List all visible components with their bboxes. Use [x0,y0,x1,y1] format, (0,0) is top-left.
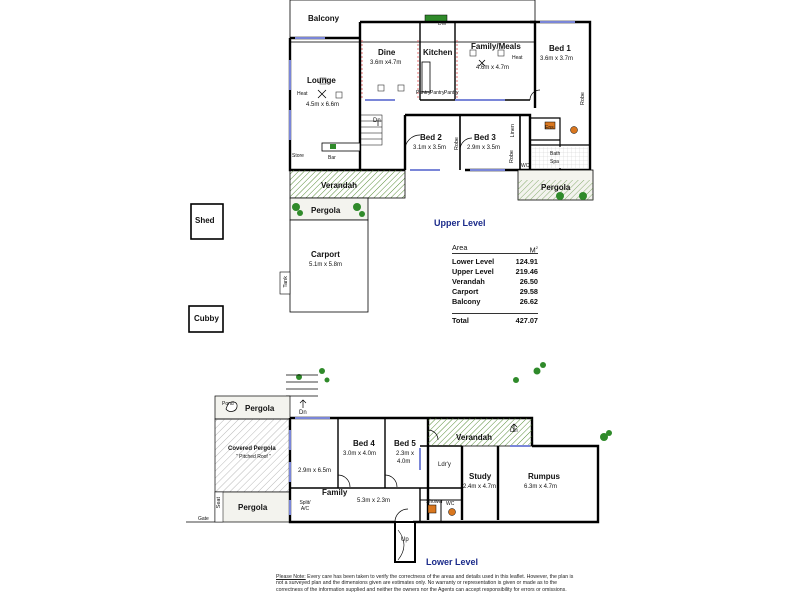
lower-level-plan [186,120,600,563]
spa-label: Spa [550,159,559,165]
split-ac-label: Split/ A/C [299,500,311,512]
robe1-label: Robe [580,92,586,106]
carport-dim: 5.1m x 5.8m [309,262,343,268]
bed2-label: Bed 2 [420,133,442,142]
pantry-1: Pantry [416,90,431,96]
seat-label: Seat [216,497,222,509]
pond-shape [225,401,238,412]
lounge-label: Lounge [307,76,336,85]
heat-right-label: Heat [512,55,523,61]
bed5-dim2: 4.0m [397,459,411,465]
bed3-label: Bed 3 [474,133,496,142]
bath-label: Bath [550,151,561,157]
bed5-label: Bed 5 [394,439,416,448]
bed4-dim: 3.0m x 4.0m [343,451,377,457]
covered-pergola [214,418,291,493]
lower-wc-label: WC [446,501,455,507]
upper-pergola-right-label: Pergola [541,183,571,192]
pantry-2: Pantry [430,90,445,96]
lower-pergola-top-label: Pergola [245,404,275,413]
lower-dn-verandah: Dn [510,428,518,434]
bar-label: Bar [328,155,336,161]
lower-left-room-dim: 2.9m x 6.5m [298,468,332,474]
cubby-outbuilding [188,305,224,333]
dine-dim: 3.6m x4.7m [370,60,402,66]
lower-verandah [427,417,533,447]
robe3-label: Robe [509,150,515,164]
upper-stairs [359,114,383,146]
tank-label: Tank [283,276,289,288]
bar-counter [321,142,361,152]
lower-level-title: Lower Level [426,557,479,567]
upper-level-title: Upper Level [434,218,486,228]
area-header-unit: M2 [529,245,538,255]
shed-label: Shed [195,216,215,225]
tree-icon [292,203,300,211]
shower-label: Shower [426,499,443,505]
study-label: Study [469,472,492,481]
shed-outbuilding [190,203,224,240]
covered-pergola-note: " Pitched Roof " [236,454,271,460]
disclaimer: Please Note: Every care has been taken t… [276,574,576,593]
area-header: Area M2 [452,243,538,254]
rumpus-dim: 6.3m x 4.7m [524,484,558,490]
robe2-label: Robe [454,137,460,151]
lower-dn-top: Dn [299,410,307,416]
lower-stairs [394,521,416,563]
bath-tiles [532,147,588,168]
linen-label: Linen [510,124,516,138]
gate-label: Gate [198,516,209,522]
pond-label: Pond [222,401,234,407]
bed3-dim: 2.9m x 3.5m [467,145,501,151]
upper-verandah-label: Verandah [321,181,358,190]
dine-label: Dine [378,48,396,57]
cubby-label: Cubby [194,314,219,323]
bed5-dim1: 2.3m x [396,451,415,457]
rumpus-label: Rumpus [528,472,560,481]
carport-area [289,219,369,313]
up-label: Up [401,537,409,543]
lounge-dim: 4.5m x 6.6m [306,102,340,108]
ldry-label: Ldr'y [438,462,451,468]
upper-wc-label: WC [521,163,530,169]
upper-verandah [289,169,406,199]
upper-pergola-left-label: Pergola [311,206,341,215]
lower-pergola-bottom [214,491,291,523]
family-label: Family [322,488,348,497]
family-meals-label: Family/Meals [471,42,521,51]
upper-dn-label: Dn [373,118,381,124]
disclaimer-heading: Please Note: [276,574,306,580]
bed2-dim: 3.1m x 3.5m [413,145,447,151]
tank [279,271,291,295]
pantry-3: Pantry [444,90,459,96]
bed1-dim: 3.6m x 3.7m [540,56,574,62]
bed4-label: Bed 4 [353,439,375,448]
upper-level-plan [188,0,612,441]
heat-left-label: Heat [297,91,308,97]
kitchen-island [421,61,431,93]
bed1-label: Bed 1 [549,44,571,53]
family-dim: 5.3m x 2.3m [357,498,391,504]
dw-label: DW [438,21,447,27]
kitchen-label: Kitchen [423,48,453,57]
lower-pergola-bottom-label: Pergola [238,503,268,512]
carport-label: Carport [311,250,340,259]
store-label: Store [292,153,304,159]
area-header-label: Area [452,243,468,252]
study-dim: 2.4m x 4.7m [463,484,497,490]
disclaimer-text: Every care has been taken to verify the … [276,574,574,593]
lower-verandah-label: Verandah [456,433,493,442]
family-meals-dim: 4.6m x 4.7m [476,65,510,71]
covered-pergola-label: Covered Pergola [228,446,276,452]
balcony-label: Balcony [308,14,340,23]
ens-label: Ens [545,125,554,131]
